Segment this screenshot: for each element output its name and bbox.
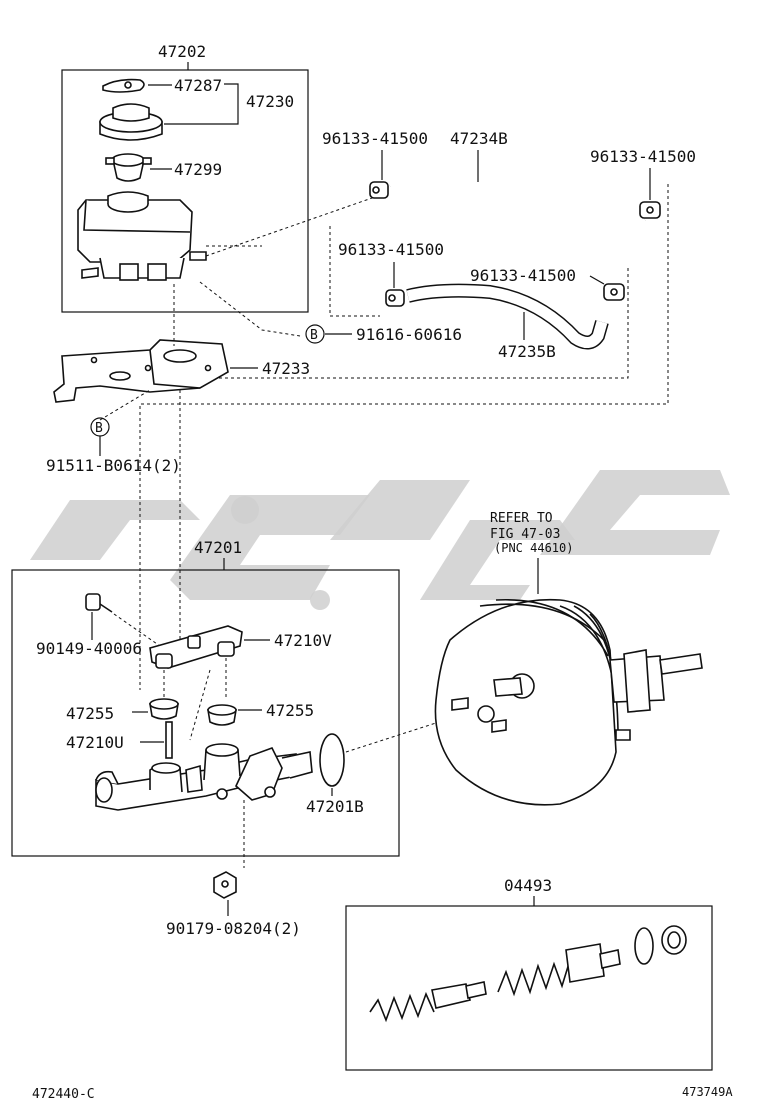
master-cylinder-body-part xyxy=(95,743,313,811)
refer-line-1: REFER TO xyxy=(490,511,553,526)
cap-part xyxy=(99,103,163,141)
kit-group-box xyxy=(345,905,713,1071)
kit-o-ring-part xyxy=(634,927,654,965)
clamp-part xyxy=(369,181,389,199)
b-marker: B xyxy=(310,328,318,343)
label-47234B: 47234B xyxy=(450,129,508,148)
o-ring-part xyxy=(319,733,345,787)
label-96133-41500-c: 96133-41500 xyxy=(338,240,444,259)
clamp-part xyxy=(639,201,661,219)
reservoir-group-box xyxy=(61,69,309,313)
label-47210U: 47210U xyxy=(66,733,124,752)
bolt-bracket-callout: B 91511-B0614(2) xyxy=(46,417,181,475)
label-91616-60616: 91616-60616 xyxy=(356,325,462,344)
reservoir-gasket-part xyxy=(102,78,145,93)
label-96133-41500-a: 96133-41500 xyxy=(322,129,428,148)
label-47233: 47233 xyxy=(262,359,310,378)
label-47235B: 47235B xyxy=(498,342,556,361)
label-47201: 47201 xyxy=(194,538,242,557)
label-47255-b: 47255 xyxy=(266,701,314,720)
strainer-part xyxy=(105,153,152,182)
label-47287: 47287 xyxy=(174,76,222,95)
kit-cup-part xyxy=(661,925,687,955)
label-90179-08204: 90179-08204(2) xyxy=(166,919,301,938)
brake-booster-part xyxy=(434,598,703,806)
master-cylinder-group-box xyxy=(11,569,400,857)
bracket-part xyxy=(53,339,229,403)
clamp-part xyxy=(603,283,625,301)
piston-spring-left-part xyxy=(369,981,487,1023)
reservoir-union-part xyxy=(149,625,243,669)
grommet-right-part xyxy=(207,704,237,726)
label-47255-a: 47255 xyxy=(66,704,114,723)
label-47202: 47202 xyxy=(158,42,206,61)
label-96133-41500-d: 96133-41500 xyxy=(470,266,576,285)
screw-part xyxy=(85,593,113,613)
footer-right-code: 473749A xyxy=(682,1085,733,1099)
label-47210V: 47210V xyxy=(274,631,332,650)
bolt-b-callout: B 91616-60616 xyxy=(305,324,462,344)
kit-group: 04493 xyxy=(345,876,713,1071)
pin-part xyxy=(165,721,173,759)
label-91511-B0614: 91511-B0614(2) xyxy=(46,456,181,475)
label-47201B: 47201B xyxy=(306,797,364,816)
grommet-left-part xyxy=(149,698,179,720)
reservoir-group: 47202 47287 47230 47299 xyxy=(61,42,380,337)
label-47299: 47299 xyxy=(174,160,222,179)
piston-spring-right-part xyxy=(497,943,621,997)
b-marker: B xyxy=(95,421,103,436)
label-96133-41500-b: 96133-41500 xyxy=(590,147,696,166)
label-04493: 04493 xyxy=(504,876,552,895)
label-90149-40006: 90149-40006 xyxy=(36,639,142,658)
refer-line-3: (PNC 44610) xyxy=(494,541,573,555)
footer-left-code: 472440-C xyxy=(32,1087,95,1102)
hose-group: 96133-41500 47234B 96133-41500 96133-415… xyxy=(139,129,696,690)
nut-part xyxy=(213,871,237,899)
watermark xyxy=(30,470,730,610)
label-47230: 47230 xyxy=(246,92,294,111)
refer-line-2: FIG 47-03 xyxy=(490,527,560,542)
clamp-part xyxy=(385,289,405,307)
master-cylinder-group: 47201 90149-40006 47210V 47255 xyxy=(11,538,471,857)
reservoir-tank-part xyxy=(77,191,207,281)
